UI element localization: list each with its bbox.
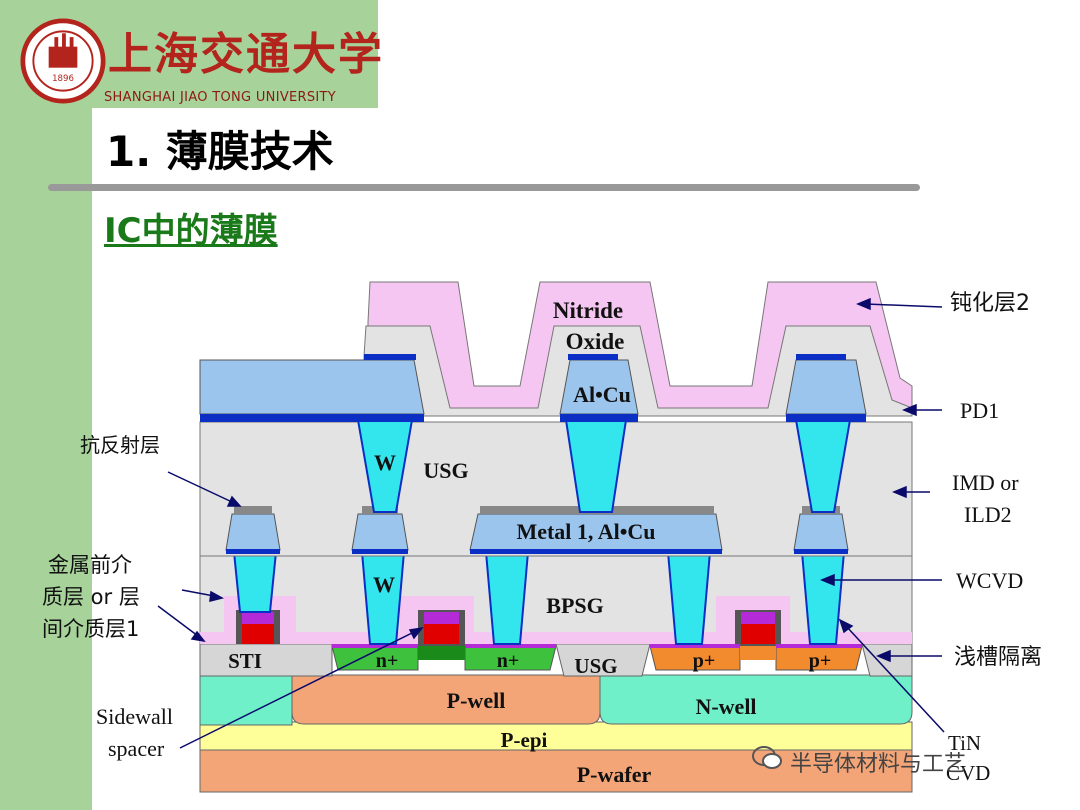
label-usg-imd: USG [423,458,468,483]
left-sidebar-band [0,0,92,810]
university-name-en: SHANGHAI JIAO TONG UNIVERSITY [104,90,337,105]
w-via-plugs [356,419,852,513]
callout-pd1: PD1 [960,398,999,423]
label-nplus-right: n+ [497,650,520,672]
page-title: 1. 薄膜技术 [106,127,334,176]
label-pplus-left: p+ [693,650,716,672]
university-name-cn: 上海交通大学 [108,29,384,80]
label-pwafer: P-wafer [577,762,652,787]
callout-arc: 抗反射层 [80,433,160,457]
callout-spacer-1: Sidewall [96,704,173,729]
logo-inner-ring [32,30,94,92]
label-pepi: P-epi [501,728,548,752]
w-contact-plugs [232,551,846,645]
label-alcu: Al•Cu [573,382,631,407]
callout-tin-2: CVD [946,761,990,785]
label-w-via: W [374,450,396,475]
callout-pmd-2: 质层 or 层 [42,585,140,609]
callout-spacer-2: spacer [108,736,165,761]
p-wafer-layer [199,749,913,793]
label-metal1: Metal 1, Al•Cu [516,519,655,544]
university-logo: 1896 [20,18,106,104]
label-pwell: P-well [447,688,506,713]
callout-sti-cn: 浅槽隔离 [954,645,1042,670]
callout-wcvd: WCVD [956,568,1023,593]
gate-stack-left [236,610,280,644]
label-pplus-right: p+ [809,650,832,672]
callout-imd-1: IMD or [952,470,1019,495]
label-oxide: Oxide [566,329,625,354]
label-usg-sti: USG [574,654,617,678]
label-nwell: N-well [695,694,756,719]
callout-pmd-1: 金属前介 [48,553,132,577]
sti-left [199,643,333,677]
label-nitride: Nitride [553,298,623,323]
label-w-contact: W [373,572,395,597]
metal2-lines [199,354,867,422]
logo-book-icon [48,46,78,68]
label-bpsg: BPSG [546,593,603,618]
label-nplus-left: n+ [376,650,399,672]
callout-pmd-3: 间介质层1 [42,617,139,641]
bpsg-layer [199,555,913,645]
callout-tin-1: TiN [948,731,981,755]
p-epi-layer [199,721,913,751]
callout-passivation2: 钝化层2 [950,291,1030,316]
metal1-lines [225,506,849,554]
watermark-text: 半导体材料与工艺 [790,752,967,777]
gate-stack-pmos [735,610,781,646]
title-divider [48,184,920,191]
wechat-icon [752,746,782,769]
gate-stack-nmos [418,610,465,646]
n-well-region [599,674,913,725]
label-sti: STI [228,649,262,673]
section-subtitle: IC中的薄膜 [104,211,278,251]
callout-imd-2: ILD2 [964,502,1012,527]
logo-year: 1896 [52,74,74,84]
callout-arrows [157,297,945,749]
